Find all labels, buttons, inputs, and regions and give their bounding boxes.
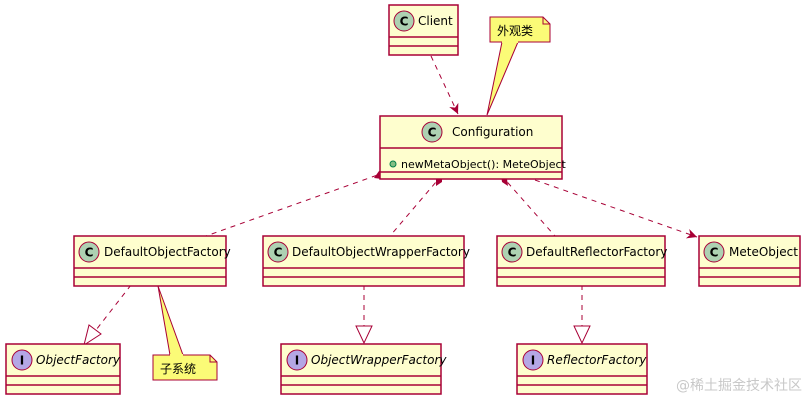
note-subsystem-text: 子系统: [160, 362, 196, 376]
note-facade: 外观类: [486, 16, 551, 116]
note-subsystem-fold: [209, 355, 217, 363]
note-subsystem-body: [152, 354, 218, 381]
configuration-to-defaultobjectwrapperfactory-composition: [389, 174, 443, 237]
interface-badge-letter: I: [20, 354, 24, 368]
note-subsystem-connector: [157, 285, 184, 356]
note-facade-body: [489, 16, 551, 43]
defaultobjectfactory-realizes-objectfactory: [95, 284, 132, 331]
configuration-to-defaultobjectfactory-composition: [205, 171, 387, 237]
realization-triangle-3: [573, 325, 591, 345]
class-default-object-factory[interactable]: C DefaultObjectFactory: [73, 235, 231, 287]
class-name: Client: [418, 14, 453, 28]
class-badge-letter: C: [274, 246, 283, 260]
class-badge-icon: [267, 241, 289, 263]
class-badge-letter: C: [508, 246, 517, 260]
method-newmetaobject: newMetaObject(): MeteObject: [401, 158, 567, 171]
interface-badge-letter: I: [295, 354, 299, 368]
note-facade-connector: [486, 41, 519, 116]
class-badge-icon: [393, 10, 415, 32]
class-badge-icon: [501, 241, 523, 263]
class-badge-letter: C: [428, 126, 437, 140]
client-to-configuration-dependency: [430, 55, 459, 115]
class-badge-icon: [78, 241, 100, 263]
interface-badge-letter: I: [531, 354, 535, 368]
realization-triangle-1: [83, 324, 102, 347]
class-badge-letter: C: [710, 246, 719, 260]
class-name: DefaultReflectorFactory: [526, 245, 667, 259]
interface-object-factory[interactable]: I ObjectFactory: [5, 343, 121, 395]
configuration-to-meteobject-dependency: [534, 179, 698, 239]
class-default-reflector-factory[interactable]: C DefaultReflectorFactory: [496, 235, 667, 287]
class-configuration[interactable]: C Configuration newMetaObject(): MeteObj…: [379, 115, 567, 180]
class-name: Configuration: [452, 125, 533, 139]
configuration-to-defaultreflectorfactory-composition: [500, 174, 556, 237]
class-name: DefaultObjectFactory: [104, 245, 231, 259]
realization-triangle-2: [355, 325, 373, 345]
class-badge-letter: C: [400, 15, 409, 29]
interface-badge-icon: [286, 349, 308, 371]
interface-name: ObjectFactory: [36, 353, 121, 367]
interface-object-wrapper-factory[interactable]: I ObjectWrapperFactory: [280, 343, 447, 395]
interface-name: ObjectWrapperFactory: [311, 353, 447, 367]
public-method-icon: [389, 160, 397, 168]
note-facade-fold: [542, 17, 550, 25]
class-badge-letter: C: [85, 246, 94, 260]
class-mete-object[interactable]: C MeteObject: [698, 235, 801, 287]
interface-name: ReflectorFactory: [547, 353, 647, 367]
class-default-object-wrapper-factory[interactable]: C DefaultObjectWrapperFactory: [262, 235, 470, 287]
class-name: DefaultObjectWrapperFactory: [292, 245, 470, 259]
note-facade-text: 外观类: [497, 24, 533, 38]
relationships: [83, 55, 698, 347]
note-subsystem: 子系统: [152, 285, 218, 381]
watermark: @稀土掘金技术社区: [676, 378, 802, 394]
interface-reflector-factory[interactable]: I ReflectorFactory: [516, 343, 648, 395]
class-name: MeteObject: [729, 245, 798, 259]
class-badge-icon: [421, 121, 443, 143]
interface-badge-icon: [11, 349, 33, 371]
class-badge-icon: [703, 241, 725, 263]
interface-badge-icon: [522, 349, 544, 371]
class-client[interactable]: C Client: [388, 4, 459, 56]
